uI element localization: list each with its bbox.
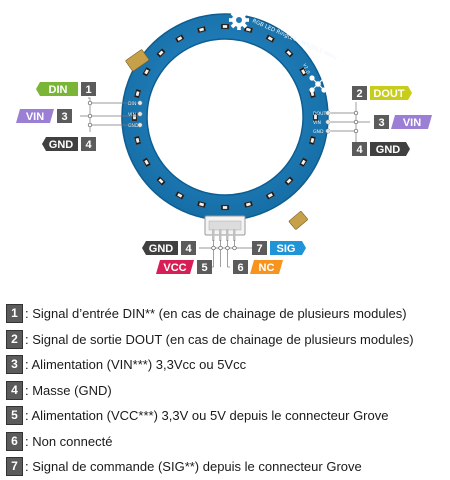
pin-legend: 1 : Signal d’entrée DIN** (en cas de cha… <box>6 301 446 480</box>
callout-dout: 2 DOUT <box>352 86 412 100</box>
connection-icon <box>309 75 327 93</box>
legend-text: : Masse (GND) <box>25 382 112 398</box>
led-package <box>133 135 142 146</box>
svg-text:NC: NC <box>259 262 275 274</box>
pad-label-gnd-left: GND <box>128 123 139 129</box>
svg-text:GND: GND <box>49 139 74 151</box>
pcb-ring <box>121 13 329 221</box>
legend-text: : Non connecté <box>25 433 113 449</box>
legend-number: 2 <box>6 329 23 349</box>
pad-label-gnd-right: GND <box>313 129 324 135</box>
svg-text:5: 5 <box>201 262 207 274</box>
callout-vin-left: VIN 3 <box>16 109 72 123</box>
svg-text:VCC: VCC <box>163 262 186 274</box>
legend-text: : Signal de sortie DOUT (en cas de chain… <box>25 331 414 347</box>
led-package <box>298 157 308 168</box>
legend-number: 4 <box>6 380 23 400</box>
legend-row: 3 : Alimentation (VIN***) 3,3Vcc ou 5Vcc <box>6 352 446 378</box>
svg-text:7: 7 <box>256 243 262 255</box>
led-package <box>243 25 254 34</box>
silkscreen-version: v1.0 <box>301 63 310 75</box>
pad-label-vin-left: VIN <box>128 112 136 118</box>
led-package <box>243 200 254 209</box>
svg-text:4: 4 <box>185 243 192 255</box>
legend-row: 2 : Signal de sortie DOUT (en cas de cha… <box>6 327 446 353</box>
led-package <box>308 135 317 146</box>
legend-number: 3 <box>6 355 23 375</box>
callout-nc-bottom: 6 NC <box>233 260 283 274</box>
junction-dots <box>87 100 359 251</box>
svg-text:2: 2 <box>356 88 362 100</box>
svg-text:DIN: DIN <box>49 84 68 96</box>
callout-gnd-left: GND 4 <box>42 137 96 151</box>
legend-number: 5 <box>6 406 23 426</box>
led-package <box>284 176 294 186</box>
led-package <box>220 23 230 30</box>
led-package <box>298 66 308 77</box>
grove-connector <box>204 215 246 241</box>
legend-text: : Alimentation (VCC***) 3,3V ou 5V depui… <box>25 408 389 424</box>
callout-din: DIN 1 <box>36 82 96 96</box>
capacitor-right <box>288 211 308 230</box>
led-package <box>265 190 276 200</box>
led-package <box>284 48 294 58</box>
pad-label-dout: DOUT <box>313 111 327 117</box>
svg-text:6: 6 <box>237 262 243 274</box>
led-package <box>156 176 166 186</box>
svg-text:GND: GND <box>376 144 401 156</box>
led-package <box>156 48 166 58</box>
capacitor-left <box>125 49 150 72</box>
callout-vcc-bottom: VCC 5 <box>156 260 212 274</box>
svg-text:GND: GND <box>149 243 174 255</box>
gear-logo-icon <box>229 10 249 30</box>
callout-gnd-bottom: GND 4 <box>142 241 196 255</box>
legend-text: : Signal de commande (SIG**) depuis le c… <box>25 459 362 475</box>
svg-text:3: 3 <box>378 117 384 129</box>
leader-lines <box>80 97 370 268</box>
svg-text:VIN: VIN <box>26 111 44 123</box>
legend-row: 6 : Non connecté <box>6 429 446 455</box>
svg-text:DOUT: DOUT <box>373 88 404 100</box>
legend-text: : Signal d’entrée DIN** (en cas de chain… <box>25 306 407 322</box>
led-package <box>265 34 276 44</box>
board-illustration: RGB LED Ring(24 - WS2813 mini) v1.0 DIN … <box>16 10 432 274</box>
led-package <box>196 200 207 209</box>
led-package <box>133 88 142 99</box>
led-package <box>142 157 152 168</box>
led-array <box>131 23 319 211</box>
legend-number: 6 <box>6 431 23 451</box>
pad-label-vin-right: VIN <box>313 120 321 126</box>
callout-sig-bottom: 7 SIG <box>252 241 306 255</box>
legend-row: 5 : Alimentation (VCC***) 3,3V ou 5V dep… <box>6 403 446 429</box>
svg-text:3: 3 <box>61 111 67 123</box>
callout-gnd-right: 4 GND <box>352 142 410 156</box>
led-package <box>174 190 185 200</box>
svg-text:1: 1 <box>85 84 91 96</box>
legend-row: 4 : Masse (GND) <box>6 378 446 404</box>
legend-number: 1 <box>6 304 23 324</box>
led-package <box>174 34 185 44</box>
callout-vin-right: 3 VIN <box>374 115 432 129</box>
pad-label-din: DIN <box>128 101 136 107</box>
led-package <box>220 204 230 211</box>
right-pads: DOUT VIN GND <box>313 110 331 135</box>
left-pads: DIN VIN GND <box>128 100 143 129</box>
legend-row: 1 : Signal d’entrée DIN** (en cas de cha… <box>6 301 446 327</box>
led-package <box>142 66 152 77</box>
svg-text:SIG: SIG <box>277 243 296 255</box>
svg-text:VIN: VIN <box>403 117 421 129</box>
legend-number: 7 <box>6 457 23 477</box>
svg-text:4: 4 <box>356 144 363 156</box>
led-package <box>196 25 207 34</box>
led-package <box>312 112 319 122</box>
legend-text: : Alimentation (VIN***) 3,3Vcc ou 5Vcc <box>25 357 247 373</box>
svg-text:4: 4 <box>85 139 92 151</box>
